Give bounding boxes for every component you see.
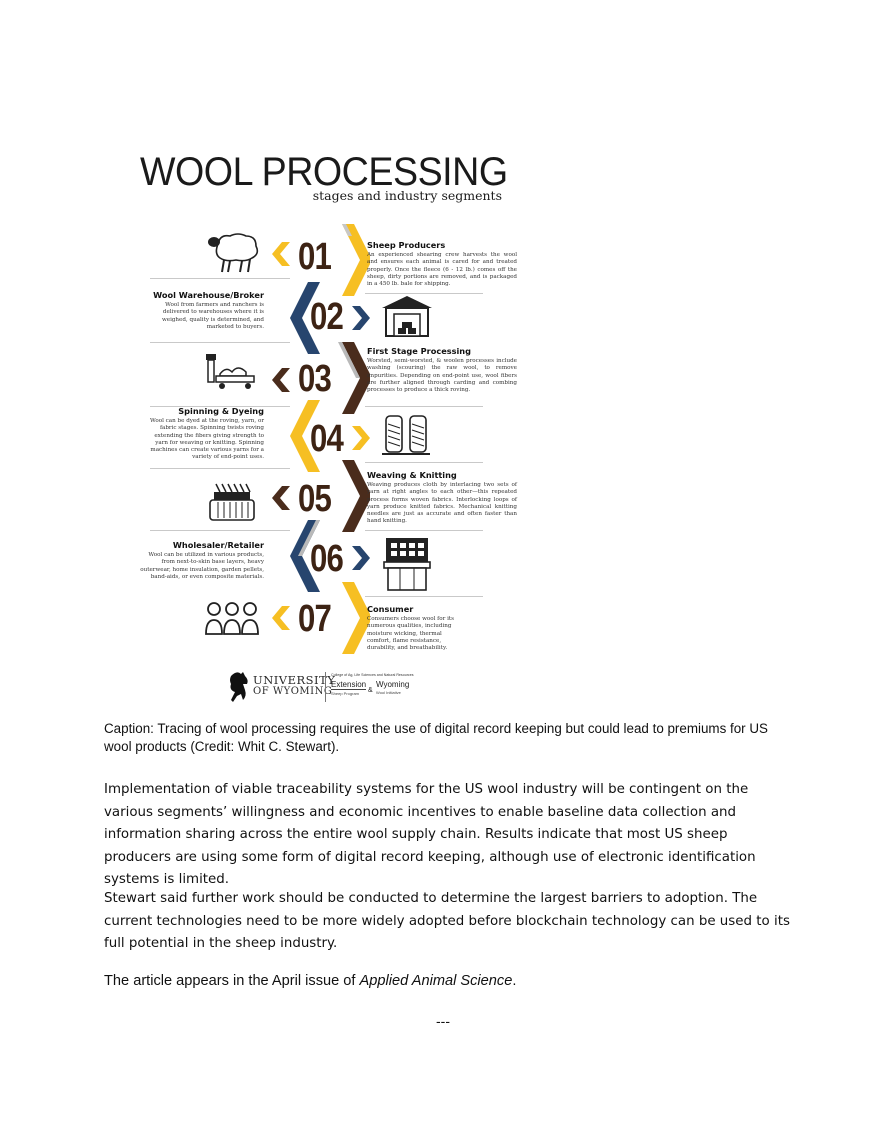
stage-number: 03 [298, 358, 332, 400]
section-separator: --- [436, 1013, 450, 1029]
stage-number: 07 [298, 598, 332, 640]
knitting-machine-icon [209, 483, 255, 521]
stage-description: Wool can be utilized in various products… [140, 552, 264, 580]
stage-title: Weaving & Knitting [367, 470, 457, 480]
logo-divider [325, 672, 326, 702]
infographic-subtitle: stages and industry segments [312, 188, 502, 203]
divider [150, 530, 290, 531]
stage-05-block: Weaving & Knitting Weaving produces clot… [367, 470, 517, 526]
stage-number: 06 [310, 538, 344, 580]
article-suffix: . [512, 973, 517, 989]
wool-initiative-label: Wool Initiative [376, 690, 401, 695]
stage-description: Wool can be dyed at the roving, yarn, or… [150, 418, 264, 461]
paragraph: Stewart said further work should be cond… [104, 891, 790, 951]
divider [365, 530, 483, 531]
journal-name: Applied Animal Science [359, 973, 513, 989]
stage-description: Worsted, semi-worsted, & woolen processe… [367, 358, 517, 394]
stage-number: 01 [298, 236, 332, 278]
extension-label: Extension [331, 680, 367, 690]
consumers-people-icon [205, 602, 259, 635]
stage-07-block: Consumer Consumers choose wool for its n… [367, 604, 467, 652]
retail-store-icon [383, 538, 431, 591]
stage-01-block: Sheep Producers An experienced shearing … [367, 240, 517, 288]
bucking-horse-icon [230, 672, 248, 702]
divider [150, 468, 290, 469]
chevron-left-icon [272, 606, 290, 630]
university-of-wyoming-logo: UNIVERSITY OF WYOMING College of Ag, Lif… [225, 670, 425, 710]
university-line2: OF WYOMING [253, 686, 333, 697]
wyoming-label: Wyoming [376, 680, 410, 689]
stage-title: Wholesaler/Retailer [172, 540, 264, 550]
stage-description: Weaving produces cloth by interlacing tw… [367, 482, 517, 525]
stage-title: Consumer [367, 604, 414, 614]
zigzag-chevron-path [290, 224, 370, 654]
stage-title: First Stage Processing [367, 346, 471, 356]
university-name: UNIVERSITY OF WYOMING [253, 674, 335, 698]
warehouse-icon [382, 296, 432, 337]
stage-number: 04 [310, 418, 344, 460]
stage-description: Wool from farmers and ranchers is delive… [161, 302, 264, 330]
figure-caption: Caption: Tracing of wool processing requ… [104, 721, 768, 754]
stage-02-block: Wool Warehouse/Broker Wool from farmers … [140, 290, 264, 331]
chevron-right-icon [352, 546, 370, 570]
divider [365, 406, 483, 407]
ampersand: & [368, 687, 373, 694]
sheep-icon [208, 233, 259, 273]
stage-description: Consumers choose wool for its numerous q… [367, 616, 454, 652]
stage-04-block: Spinning & Dyeing Wool can be dyed at th… [140, 406, 264, 462]
wool-processing-infographic: WOOL PROCESSING stages and industry segm… [140, 150, 517, 710]
divider [150, 406, 290, 407]
stage-title: Spinning & Dyeing [178, 406, 264, 416]
stage-title: Sheep Producers [367, 240, 446, 250]
stage-03-block: First Stage Processing Worsted, semi-wor… [367, 346, 517, 394]
infographic-title: WOOL PROCESSING [140, 150, 508, 194]
paragraph: Implementation of viable traceability sy… [104, 782, 756, 887]
chevron-right-icon [352, 306, 370, 330]
stage-title: Wool Warehouse/Broker [153, 290, 264, 300]
stage-number: 05 [298, 478, 332, 520]
scouring-machine-icon [206, 354, 255, 389]
chevron-left-icon [272, 486, 290, 510]
sheep-program-label: Sheep Program [331, 691, 360, 696]
stage-06-block: Wholesaler/Retailer Wool can be utilized… [140, 540, 264, 581]
article-note: The article appears in the April issue o… [104, 973, 516, 989]
chevron-left-icon [272, 242, 290, 266]
chevron-left-icon [272, 368, 290, 392]
divider [365, 462, 483, 463]
college-name: College of Ag, Life Sciences and Natural… [331, 673, 414, 677]
divider [365, 293, 483, 294]
stage-number: 02 [310, 296, 344, 338]
article-prefix: The article appears in the April issue o… [104, 973, 360, 989]
chevron-right-icon [352, 426, 370, 450]
stage-description: An experienced shearing crew harvests th… [367, 252, 517, 288]
divider [150, 342, 290, 343]
spinning-spools-icon [382, 415, 430, 455]
divider [365, 596, 483, 597]
divider [150, 278, 290, 279]
university-line1: UNIVERSITY [253, 673, 336, 687]
